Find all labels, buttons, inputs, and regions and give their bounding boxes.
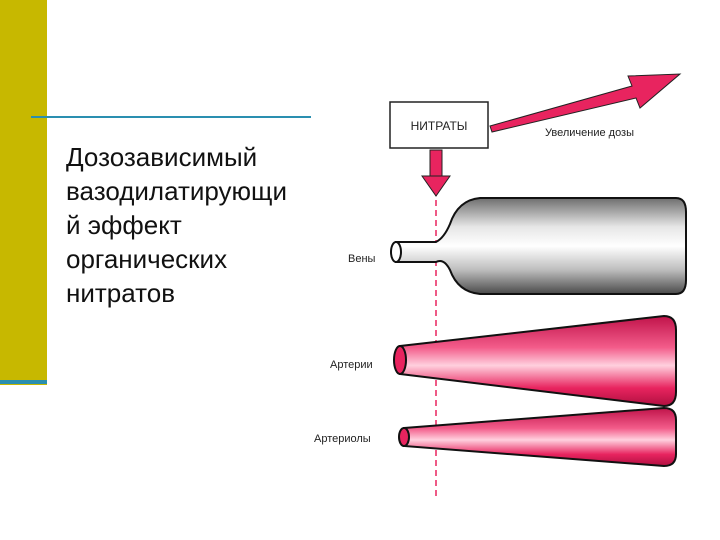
- sidebar-accent-band: [0, 0, 47, 385]
- nitrates-box-label: НИТРАТЫ: [411, 119, 468, 133]
- artery-vessel: [393, 314, 677, 408]
- vein-label: Вены: [348, 253, 376, 265]
- artery-label: Артерии: [330, 359, 373, 371]
- slide-title: Дозозависимый вазодилатирующи й эффект о…: [66, 142, 287, 308]
- dose-increase-label: Увеличение дозы: [545, 127, 634, 139]
- sidebar-accent-underline: [0, 380, 47, 384]
- nitrates-box: НИТРАТЫ: [389, 101, 489, 149]
- nitrates-vessel-diagram: НИТРАТЫ Увеличение дозы Вены Артерии Арт…: [314, 73, 687, 498]
- vein-vessel: [390, 197, 687, 295]
- arteriole-label: Артериолы: [314, 433, 371, 445]
- down-arrow-icon: [421, 149, 451, 197]
- dose-increase-arrow: [489, 73, 682, 133]
- arteriole-vessel: [398, 406, 677, 468]
- title-rule: [31, 116, 311, 118]
